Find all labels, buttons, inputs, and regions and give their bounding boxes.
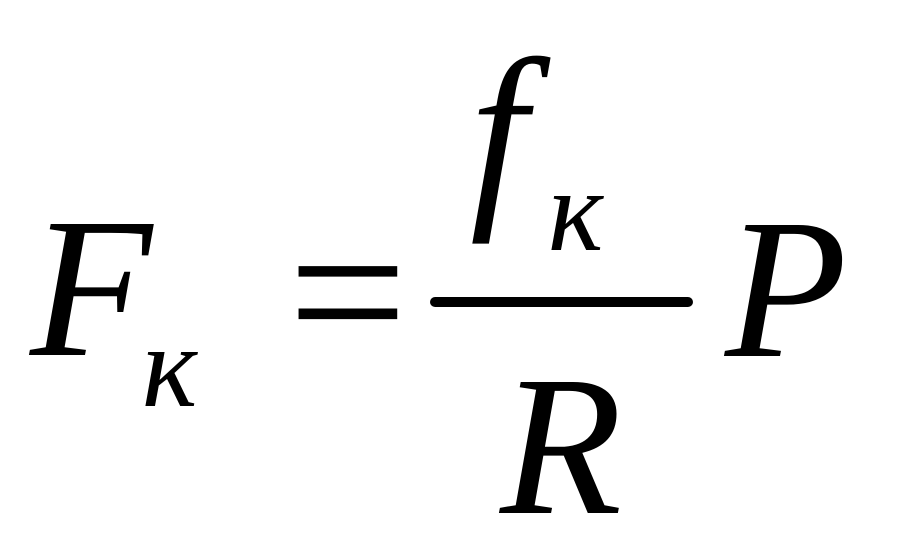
lhs-symbol: F bbox=[28, 178, 154, 399]
numerator-subscript: к bbox=[548, 145, 604, 276]
fraction-bar bbox=[430, 297, 693, 307]
factor-symbol: P bbox=[723, 179, 847, 400]
numerator-symbol: f bbox=[470, 18, 551, 245]
equals-sign: = bbox=[288, 174, 408, 409]
denominator-symbol: R bbox=[498, 336, 622, 557]
lhs-subscript: к bbox=[142, 301, 198, 432]
